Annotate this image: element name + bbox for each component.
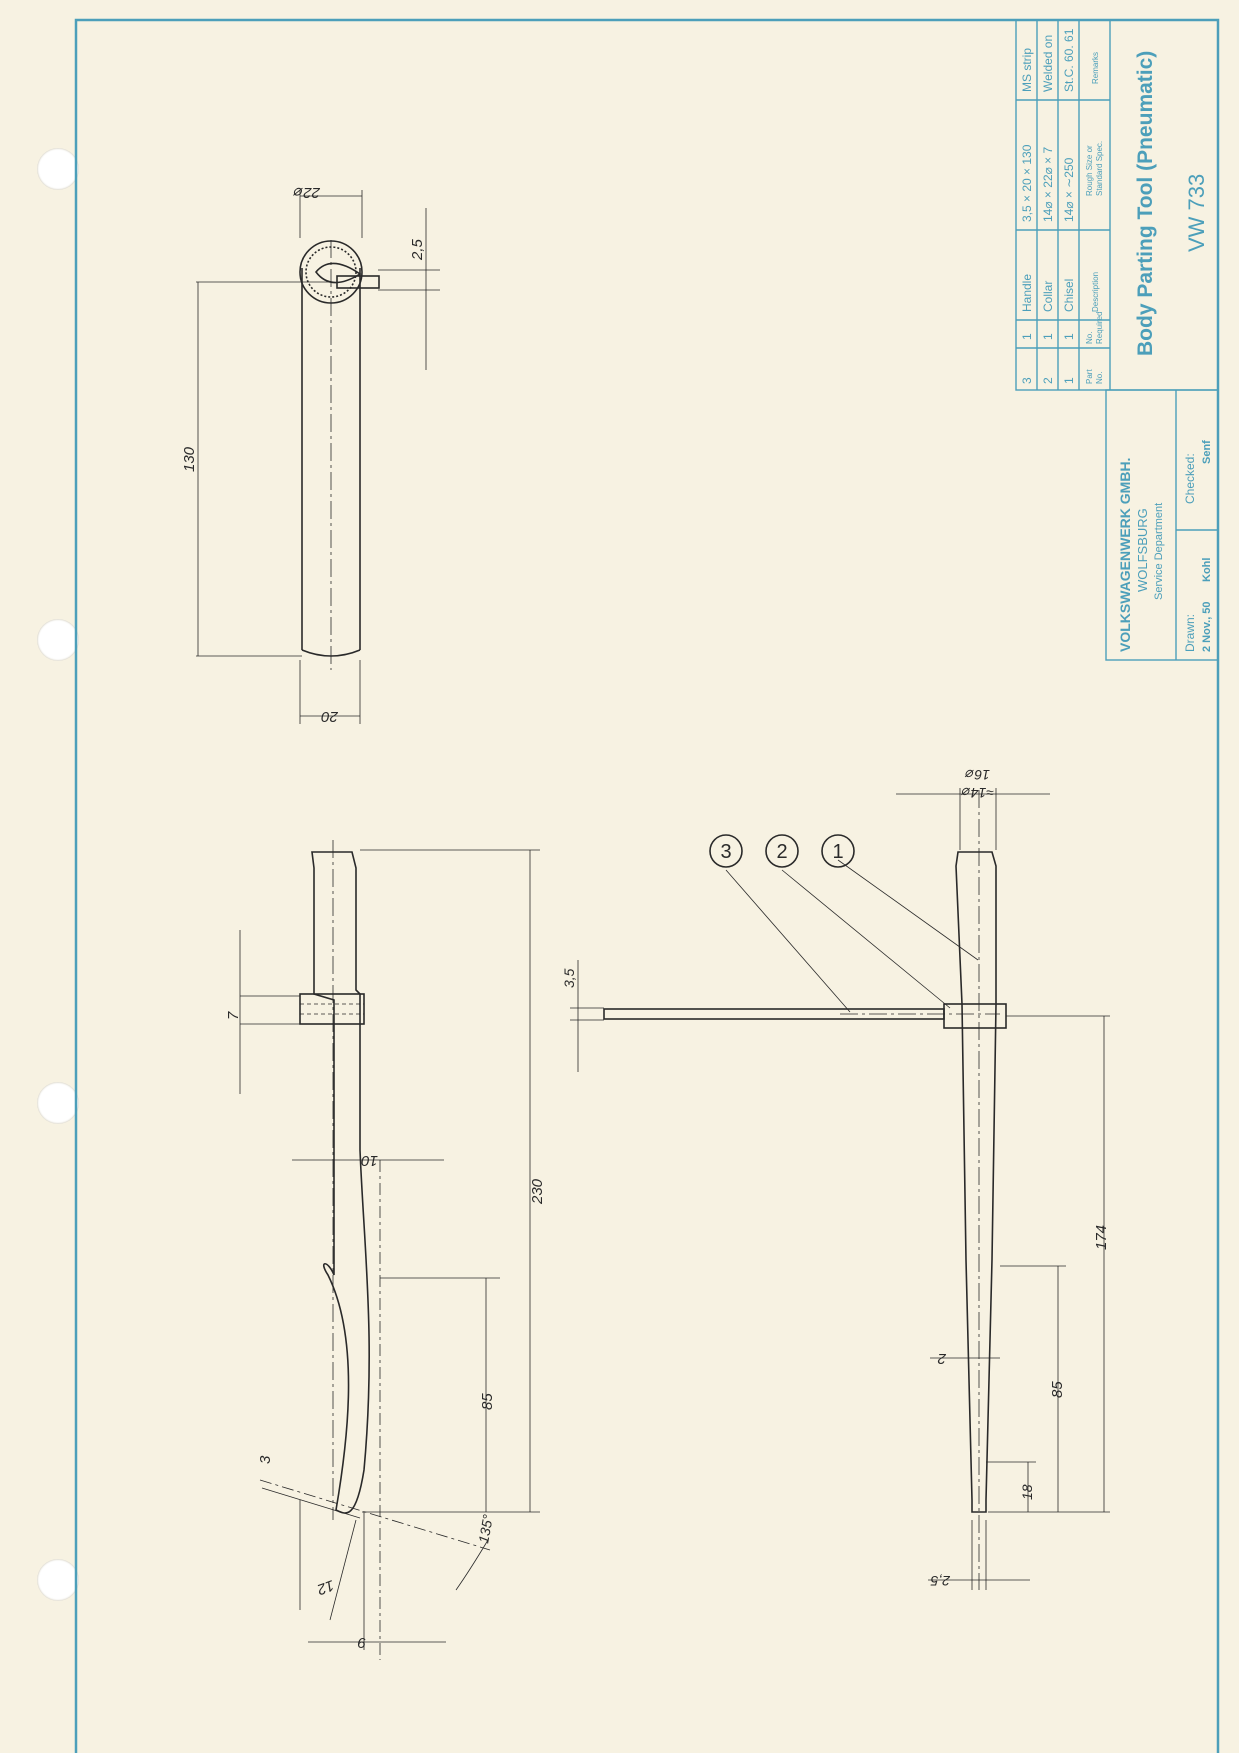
svg-text:2: 2 (1041, 377, 1055, 384)
svg-text:Handle: Handle (1020, 274, 1034, 312)
dimension-line (329, 1519, 357, 1621)
company-city: WOLFSBURG (1135, 508, 1150, 592)
header-no-required: Required (1095, 312, 1104, 344)
drawn-by: Kohl (1201, 558, 1213, 582)
chisel-outline (955, 851, 997, 1513)
tool-number: VW 733 (1184, 174, 1209, 252)
svg-text:3: 3 (720, 841, 731, 863)
header-part-no: Part (1085, 369, 1094, 384)
dim-20: 20 (321, 708, 339, 725)
svg-text:St.C. 60. 61: St.C. 60. 61 (1062, 28, 1076, 92)
angle-arc (455, 1539, 489, 1591)
drawing-border (74, 18, 1220, 1753)
title-block (1015, 19, 1219, 661)
dim-2-5: 2,5 (409, 238, 426, 261)
header-description: Description (1091, 272, 1100, 312)
dim-10: 10 (361, 1152, 378, 1169)
dim-3-5: 3,5 (561, 968, 577, 988)
chisel-tip-outline (314, 262, 362, 284)
front-view-assembly (570, 788, 1110, 1590)
header-remarks: Remarks (1091, 52, 1100, 84)
dim-130: 130 (181, 446, 198, 472)
punch-hole-lower-middle (37, 1082, 79, 1124)
svg-text:2: 2 (776, 841, 787, 863)
header-size: Standard Spec. (1095, 141, 1104, 196)
svg-text:MS strip: MS strip (1020, 48, 1034, 92)
dim-135-degrees: 135° (475, 1513, 496, 1545)
svg-text:3,5 × 20 × 130: 3,5 × 20 × 130 (1020, 144, 1034, 222)
svg-text:Chisel: Chisel (1062, 279, 1076, 312)
drawn-label: Drawn: (1183, 614, 1197, 652)
dim-18: 18 (1019, 1484, 1035, 1500)
dim-9: 9 (357, 1634, 366, 1651)
svg-text:Welded on: Welded on (1041, 35, 1055, 92)
svg-text:1: 1 (1062, 377, 1076, 384)
callout-2: 2 (765, 834, 799, 868)
parts-list-row: 1 1 Chisel 14⌀ × ∼250 St.C. 60. 61 (1062, 28, 1076, 384)
dim-85-side: 85 (479, 1393, 496, 1410)
dim-16-diameter: 16⌀ (964, 767, 990, 783)
dimension-line (261, 1487, 361, 1519)
svg-text:1: 1 (1062, 333, 1076, 340)
callout-leader (725, 869, 851, 1013)
header-no-required: No. (1085, 332, 1094, 344)
header-size: Rough Size or (1085, 145, 1094, 196)
dim-22-diameter: 22⌀ (292, 184, 321, 201)
svg-text:Collar: Collar (1041, 281, 1055, 312)
svg-text:1: 1 (1020, 333, 1034, 340)
checked-by: Senf (1201, 440, 1213, 464)
svg-text:1: 1 (1041, 333, 1055, 340)
callout-leader (781, 869, 951, 1009)
parts-list-row: 3 1 Handle 3,5 × 20 × 130 MS strip (1020, 48, 1034, 384)
svg-text:1: 1 (832, 841, 843, 863)
punch-hole-top (37, 148, 79, 190)
company-name: VOLKSWAGENWERK GMBH. (1117, 458, 1133, 652)
callout-1: 1 (821, 834, 855, 868)
dim-14-diameter: ≈14⌀ (961, 785, 994, 801)
dim-2: 2 (937, 1350, 947, 1367)
tool-title: Body Parting Tool (Pneumatic) (1134, 51, 1157, 356)
chisel-outline (311, 851, 370, 1514)
punch-hole-bottom (37, 1559, 79, 1601)
dim-230: 230 (529, 1178, 546, 1205)
collar-side (299, 993, 365, 1025)
dim-7: 7 (225, 1011, 242, 1020)
dim-85-front: 85 (1049, 1381, 1066, 1398)
header-part-no: No. (1095, 372, 1104, 384)
drawn-date: 2 Nov., 50 (1201, 601, 1213, 652)
parts-list-headers: Part No. No. Required Description Rough … (1085, 52, 1104, 384)
svg-text:3: 3 (1020, 377, 1034, 384)
company-frame (1105, 389, 1219, 661)
punch-hole-upper-middle (37, 619, 79, 661)
parts-list-row: 2 1 Collar 14⌀ × 22⌀ × 7 Welded on (1041, 35, 1055, 384)
checked-label: Checked: (1183, 453, 1197, 504)
handle-strip-end (336, 275, 380, 289)
company-department: Service Department (1153, 503, 1165, 600)
dim-174: 174 (1093, 1225, 1110, 1250)
svg-text:14⌀ × ∼250: 14⌀ × ∼250 (1062, 157, 1076, 222)
dim-2-5-tip: 2,5 (930, 1573, 951, 1589)
top-view-handle (196, 190, 440, 724)
svg-text:14⌀ × 22⌀ × 7: 14⌀ × 22⌀ × 7 (1041, 147, 1055, 222)
dimension-line (259, 1479, 491, 1551)
callout-leader (837, 859, 979, 961)
dim-3: 3 (257, 1455, 274, 1464)
callout-3: 3 (709, 834, 743, 868)
side-view-chisel (239, 840, 540, 1660)
dim-12: 12 (314, 1576, 336, 1598)
